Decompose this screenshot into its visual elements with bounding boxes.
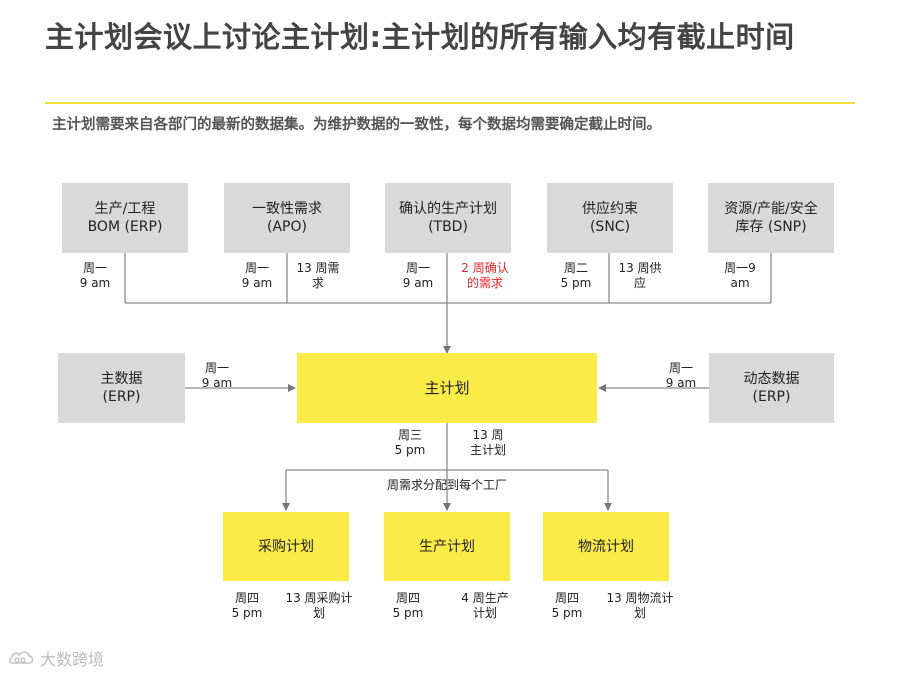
dynamic-data-cutoff-time: 周一 9 am	[665, 361, 697, 390]
input-3-cutoff-time: 周一 9 am	[402, 261, 434, 290]
master-plan-cutoff-time: 周三 5 pm	[394, 428, 426, 457]
input-2-horizon: 13 周需 求	[296, 261, 340, 290]
output-3-horizon: 13 周物流计 划	[606, 591, 674, 620]
output-1-cutoff-time: 周四 5 pm	[231, 591, 263, 620]
input-2-cutoff-time: 周一 9 am	[241, 261, 273, 290]
master-plan-box: 主计划	[297, 353, 597, 423]
output-2-horizon: 4 周生产 计划	[461, 591, 509, 620]
output-box-production-plan: 生产计划	[384, 512, 510, 581]
input-3-horizon: 2 周确认 的需求	[461, 261, 509, 290]
input-box-consensus-demand: 一致性需求 (APO)	[224, 183, 350, 253]
watermark-text: 大数跨境	[40, 650, 105, 669]
input-4-cutoff-time: 周二 5 pm	[560, 261, 592, 290]
output-box-logistics-plan: 物流计划	[543, 512, 669, 581]
distribution-label: 周需求分配到每个工厂	[386, 478, 507, 492]
master-data-cutoff-time: 周一 9 am	[201, 361, 233, 390]
input-box-bom: 生产/工程 BOM (ERP)	[62, 183, 188, 253]
output-2-cutoff-time: 周四 5 pm	[392, 591, 424, 620]
input-box-resources: 资源/产能/安全 库存 (SNP)	[708, 183, 834, 253]
output-box-purchasing-plan: 采购计划	[223, 512, 349, 581]
output-1-horizon: 13 周采购计 划	[285, 591, 353, 620]
input-1-cutoff-time: 周一 9 am	[79, 261, 111, 290]
master-data-box: 主数据 (ERP)	[58, 353, 185, 423]
dynamic-data-box: 动态数据 (ERP)	[709, 353, 834, 423]
output-3-cutoff-time: 周四 5 pm	[551, 591, 583, 620]
input-box-confirmed-production: 确认的生产计划 (TBD)	[385, 183, 511, 253]
input-box-supply-constraints: 供应约束 (SNC)	[547, 183, 673, 253]
input-5-cutoff-time: 周一9 am	[724, 261, 756, 290]
page-subtitle: 主计划需要来自各部门的最新的数据集。为维护数据的一致性，每个数据均需要确定截止时…	[52, 117, 661, 133]
cloud-logo-icon	[8, 651, 34, 664]
master-plan-horizon: 13 周 主计划	[469, 428, 506, 457]
input-4-horizon: 13 周供 应	[618, 261, 662, 290]
title-divider	[45, 102, 855, 104]
page-title: 主计划会议上讨论主计划:主计划的所有输入均有截止时间	[45, 20, 795, 54]
watermark: 大数跨境	[8, 646, 104, 670]
